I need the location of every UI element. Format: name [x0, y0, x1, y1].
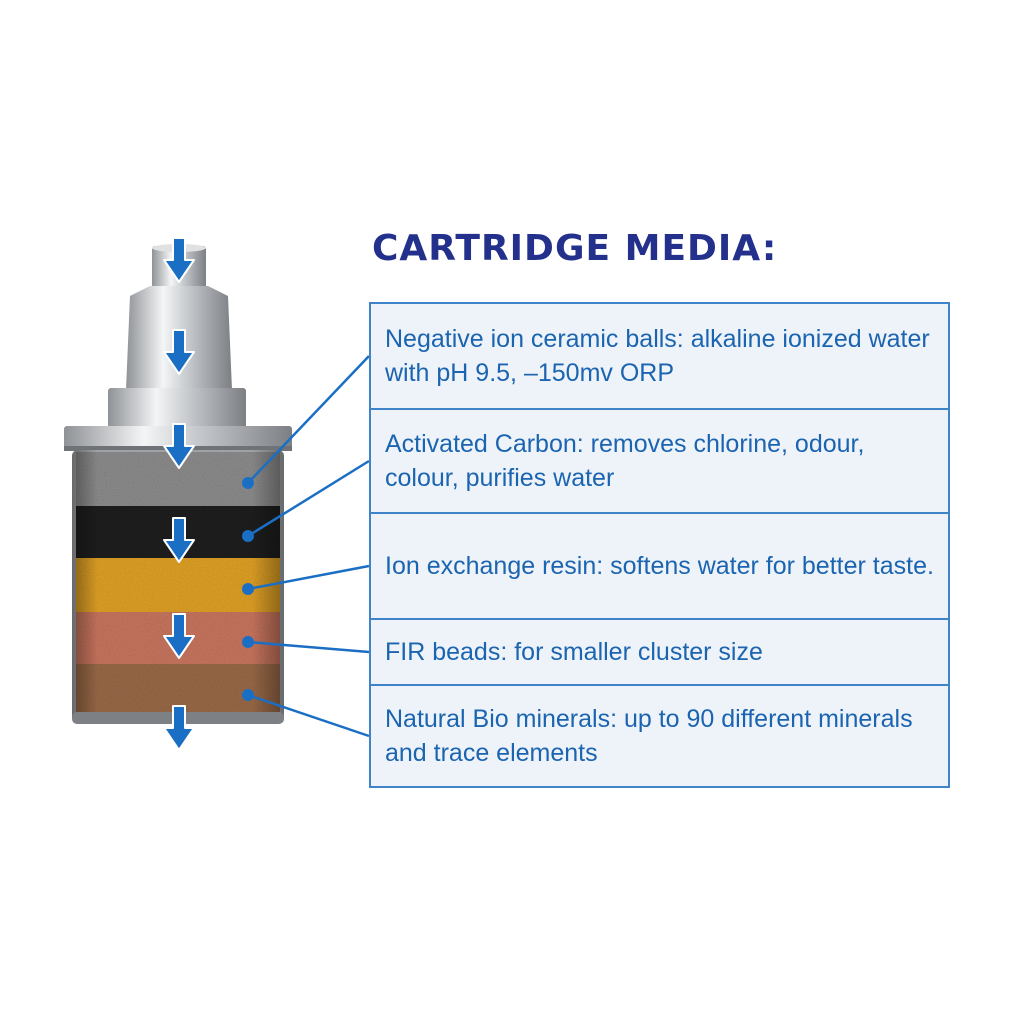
leader-line-bio-minerals	[247, 693, 370, 738]
page-title: CARTRIDGE MEDIA:	[372, 228, 778, 269]
down-arrow-icon	[163, 705, 195, 751]
label-text-fir-beads: FIR beads: for smaller cluster size	[385, 638, 763, 666]
label-box-fir-beads: FIR beads: for smaller cluster size	[369, 618, 950, 686]
leader-dot-bio-minerals	[242, 689, 254, 701]
label-box-activated-carbon: Activated Carbon: removes chlorine, odou…	[369, 408, 950, 514]
label-text-activated-carbon: Activated Carbon: removes chlorine, odou…	[385, 430, 865, 492]
down-arrow-icon	[163, 613, 195, 659]
label-text-ion-exchange-resin: Ion exchange resin: softens water for be…	[385, 552, 934, 580]
label-text-bio-minerals: Natural Bio minerals: up to 90 different…	[385, 705, 913, 767]
down-arrow-icon	[163, 517, 195, 563]
down-arrow-icon	[163, 423, 195, 469]
down-arrow-icon	[163, 237, 195, 283]
leader-lines	[242, 355, 370, 738]
label-text-ceramic-balls: Negative ion ceramic balls: alkaline ion…	[385, 325, 930, 387]
flow-arrows	[163, 237, 195, 751]
label-box-ion-exchange-resin: Ion exchange resin: softens water for be…	[369, 512, 950, 620]
down-arrow-icon	[163, 329, 195, 375]
cartridge-shoulder	[108, 388, 246, 428]
label-box-bio-minerals: Natural Bio minerals: up to 90 different…	[369, 684, 950, 788]
leader-dot-ion-exchange-resin	[242, 583, 254, 595]
label-box-ceramic-balls: Negative ion ceramic balls: alkaline ion…	[369, 302, 950, 410]
leader-line-ceramic-balls	[247, 355, 370, 484]
leader-line-fir-beads	[247, 640, 370, 654]
leader-line-ion-exchange-resin	[247, 564, 370, 591]
leader-dot-fir-beads	[242, 636, 254, 648]
leader-dot-ceramic-balls	[242, 477, 254, 489]
leader-line-activated-carbon	[247, 459, 370, 538]
leader-dot-activated-carbon	[242, 530, 254, 542]
